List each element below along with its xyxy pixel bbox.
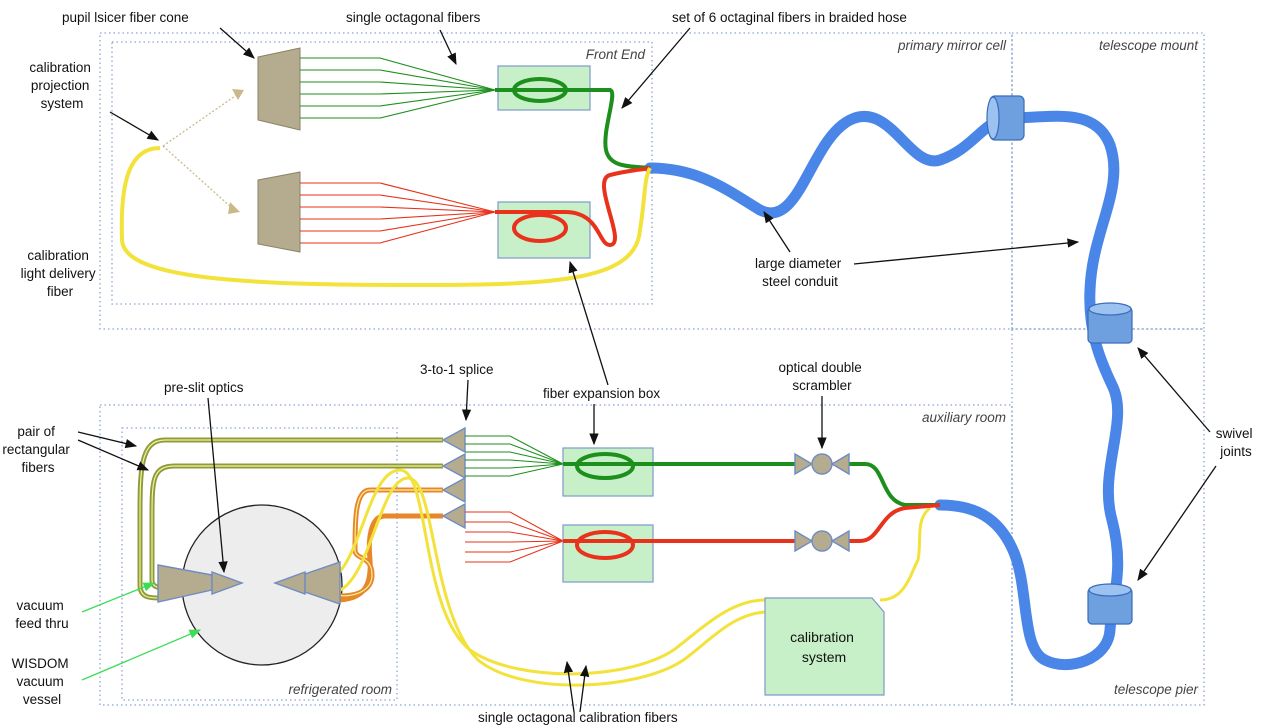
arrow-calib-projection: [109, 111, 160, 141]
zone-label-refrigerated-room: refrigerated room: [288, 682, 392, 697]
calibration-system-box: [764, 597, 885, 696]
arrow-calib-fibers-right: [579, 664, 590, 713]
zone-primary-mirror-cell: [99, 32, 1013, 330]
label-vacuum-feed-thru: vacuum feed thru: [15, 598, 68, 631]
arrow-rect-fibers-2: [77, 439, 150, 471]
calibration-fiber-lower-b: [329, 476, 769, 687]
label-swivel-joints: swivel joints: [1216, 426, 1257, 459]
calibration-light-delivery-fiber: [119, 146, 652, 288]
zone-label-telescope-mount: telescope mount: [1099, 38, 1199, 53]
optical-double-scrambler-top: [794, 452, 850, 476]
arrow-single-octagonal: [439, 29, 457, 66]
label-fiber-expansion-box: fiber expansion box: [543, 386, 660, 401]
green-bundle-front: [495, 88, 651, 170]
projection-arrowhead-up: [232, 89, 244, 100]
label-pupil-slicer-cone: pupil lsicer fiber cone: [62, 10, 189, 25]
red-fiber-coil-front: [512, 213, 568, 243]
label-calibration-system: calibration system: [790, 629, 858, 665]
splice-2: [441, 452, 466, 480]
label-set-of-6: set of 6 octaginal fibers in braided hos…: [672, 10, 907, 25]
red-bundle-aux: [563, 503, 941, 543]
arrow-splice: [461, 379, 472, 422]
arrow-pupil-slicer: [219, 27, 255, 59]
red-fiber-fan-front: [300, 182, 496, 244]
label-wisdom-vessel: WISDOM vacuum vessel: [12, 656, 73, 707]
splice-4: [441, 502, 466, 530]
arrow-swivel-bottom: [1137, 465, 1217, 581]
zone-refrigerated-room: [121, 427, 398, 701]
label-large-conduit: large diameter steel conduit: [755, 256, 845, 289]
label-optical-double-scrambler: optical double scrambler: [778, 360, 865, 393]
arrow-wisdom-vessel: [81, 629, 202, 681]
arrow-vacuum-feed-thru: [81, 582, 156, 613]
calibration-projection-path-up: [162, 93, 239, 147]
pupil-slicer-fiber-cone-bottom: [257, 171, 301, 253]
pre-slit-optics-left: [211, 570, 245, 596]
red-fiber-fan-aux: [465, 511, 564, 563]
label-calibration-projection: calibration projection system: [29, 60, 94, 111]
zone-label-front-end: Front End: [586, 47, 646, 62]
label-single-octagonal-calibration-fibers: single octagonal calibration fibers: [478, 710, 678, 725]
arrow-expansion-box-up: [568, 260, 609, 386]
label-splice: 3-to-1 splice: [420, 362, 494, 377]
projection-arrowhead-down: [228, 202, 240, 214]
zone-telescope-mount: [1011, 32, 1205, 330]
label-single-octagonal-fibers: single octagonal fibers: [346, 10, 481, 25]
splice-1: [441, 426, 466, 454]
calibration-fiber-to-junction: [879, 506, 932, 602]
zone-label-telescope-pier: telescope pier: [1114, 682, 1199, 697]
splice-3: [441, 476, 466, 504]
pupil-slicer-fiber-cone-top: [257, 47, 301, 131]
orange-fiber-loop-b: [334, 513, 443, 603]
zone-label-auxiliary-room: auxiliary room: [922, 410, 1006, 425]
green-fiber-fan-aux: [465, 435, 564, 477]
swivel-joint-middle: [1087, 302, 1133, 344]
red-fiber-coil-aux: [575, 530, 635, 560]
fiber-expansion-box-aux-bottom: [562, 524, 654, 583]
arrow-calib-fibers-left: [563, 660, 575, 713]
steel-conduit-upper: [644, 110, 1124, 670]
arrow-set-of-6: [621, 27, 691, 109]
red-bundle-front: [495, 166, 651, 248]
calibration-projection-path-down: [162, 145, 233, 209]
label-calibration-light-delivery: calibration light delivery fiber: [21, 248, 100, 299]
label-pair-rectangular: pair of rectangular fibers: [2, 424, 73, 475]
label-pre-slit-optics: pre-slit optics: [164, 380, 244, 395]
arrow-conduit-right: [853, 238, 1080, 265]
arrow-swivel-middle: [1137, 347, 1211, 433]
swivel-joint-bottom: [1087, 583, 1133, 625]
green-fiber-fan-top: [300, 57, 496, 119]
arrow-pre-slit: [207, 397, 228, 574]
vacuum-feed-thru-right: [304, 561, 341, 605]
green-bundle-aux: [563, 462, 940, 507]
rectangular-fiber-outer-core: [139, 439, 443, 599]
arrow-rect-fibers-1: [77, 431, 138, 449]
arrow-conduit-left: [763, 211, 791, 253]
swivel-joint-top: [986, 95, 1025, 141]
optical-double-scrambler-bottom: [794, 529, 850, 553]
zone-label-primary-mirror-cell: primary mirror cell: [897, 38, 1007, 53]
